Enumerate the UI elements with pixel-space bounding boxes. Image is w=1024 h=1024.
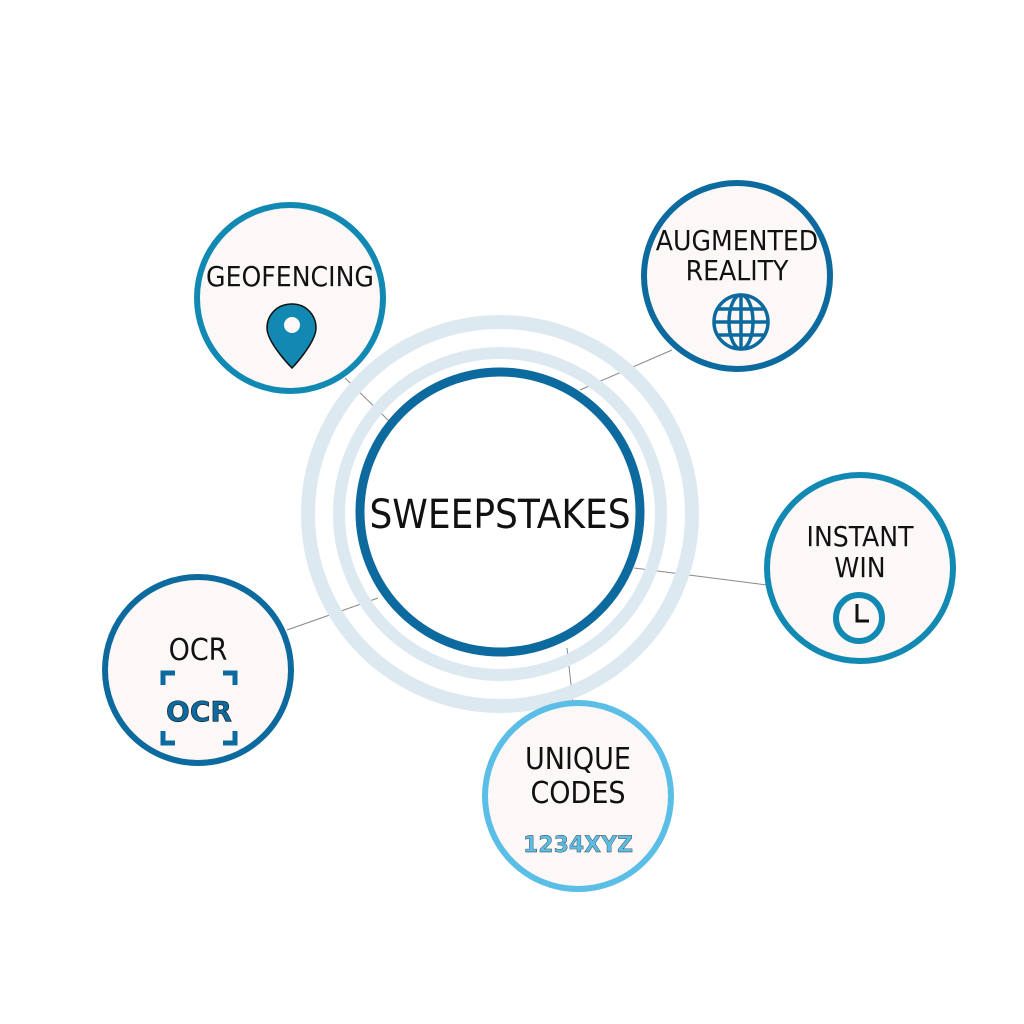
node-label: OCR xyxy=(169,633,228,668)
node-label-line2: CODES xyxy=(530,776,625,811)
code-text-icon: 1234XYZ xyxy=(523,833,633,858)
node-circle xyxy=(641,180,833,372)
center-circle xyxy=(355,367,645,657)
node-label-line2: REALITY xyxy=(686,254,789,287)
node-label-line1: AUGMENTED xyxy=(656,224,818,257)
center-node: SWEEPSTAKES xyxy=(301,315,699,713)
node-label-line2: WIN xyxy=(834,551,885,584)
node-circle xyxy=(102,574,294,766)
clock-icon xyxy=(833,592,885,644)
node-geofencing: GEOFENCING xyxy=(194,202,386,394)
node-ocr: OCR OCR xyxy=(102,574,294,766)
globe-icon xyxy=(712,293,770,351)
center-label: SWEEPSTAKES xyxy=(369,492,630,538)
node-label-line1: INSTANT xyxy=(807,520,915,553)
halo-ring-outer xyxy=(301,315,699,713)
node-circle xyxy=(764,472,956,664)
ocr-icon-text: OCR xyxy=(166,695,232,728)
node-label-line1: UNIQUE xyxy=(525,742,631,777)
halo-ring-inner xyxy=(333,347,667,681)
node-augmented-reality: AUGMENTED REALITY xyxy=(641,180,833,372)
ocr-scan-icon xyxy=(160,670,238,746)
node-circle xyxy=(482,700,674,892)
map-pin-icon xyxy=(266,303,317,370)
node-instant-win: INSTANT WIN xyxy=(764,472,956,664)
node-unique-codes: UNIQUE CODES 1234XYZ xyxy=(482,700,674,892)
node-circle xyxy=(194,202,386,394)
node-label: GEOFENCING xyxy=(206,260,374,293)
